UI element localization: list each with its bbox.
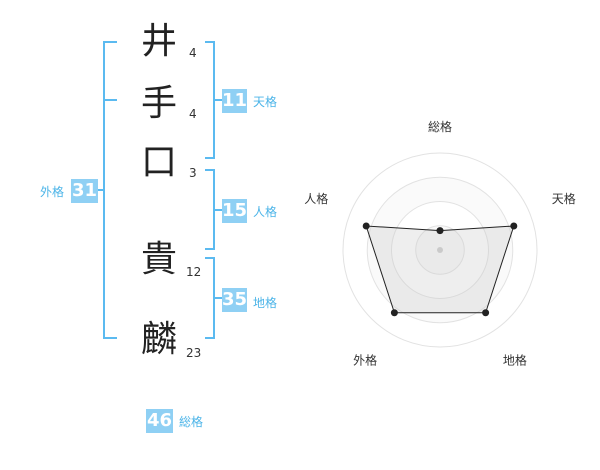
chikaku-label: 地格 <box>253 296 278 310</box>
tenkaku-value: 11 <box>222 89 248 113</box>
radar-center <box>437 247 443 253</box>
radar-point-5 <box>362 222 370 230</box>
stroke-count-4: 12 <box>186 265 202 279</box>
jinkaku-value: 15 <box>222 199 248 223</box>
radar-point-3 <box>482 309 490 317</box>
soukaku-value: 46 <box>146 409 173 433</box>
jinkaku-label: 人格 <box>253 205 278 219</box>
tenkaku-label: 天格 <box>253 95 278 109</box>
name-char-2: 手 <box>140 83 177 124</box>
radar-axis-label-4: 外格 <box>353 353 377 368</box>
radar-axis-label-3: 地格 <box>503 353 527 368</box>
stroke-count-2: 4 <box>189 107 197 121</box>
radar-axis-label-2: 天格 <box>552 191 576 206</box>
radar-grid <box>342 152 538 348</box>
soukaku-label: 総格 <box>179 415 204 429</box>
radar-point-1 <box>436 227 444 235</box>
stroke-count-5: 23 <box>186 346 202 360</box>
name-char-5: 麟 <box>140 319 177 360</box>
radar-axis-label-5: 人格 <box>304 191 328 206</box>
name-char-4: 貴 <box>140 239 177 280</box>
stroke-count-1: 4 <box>189 46 197 60</box>
radar-axis-label-1: 総格 <box>428 119 452 134</box>
gaikaku-value: 31 <box>71 179 98 203</box>
radar-point-4 <box>390 309 398 317</box>
stroke-count-3: 3 <box>189 166 197 180</box>
chikaku-value: 35 <box>222 288 248 312</box>
radar-data-area <box>365 225 515 314</box>
gaikaku-label: 外格 <box>40 185 65 199</box>
name-char-3: 口 <box>140 142 177 183</box>
radar-point-2 <box>510 222 518 230</box>
name-char-1: 井 <box>140 21 177 62</box>
